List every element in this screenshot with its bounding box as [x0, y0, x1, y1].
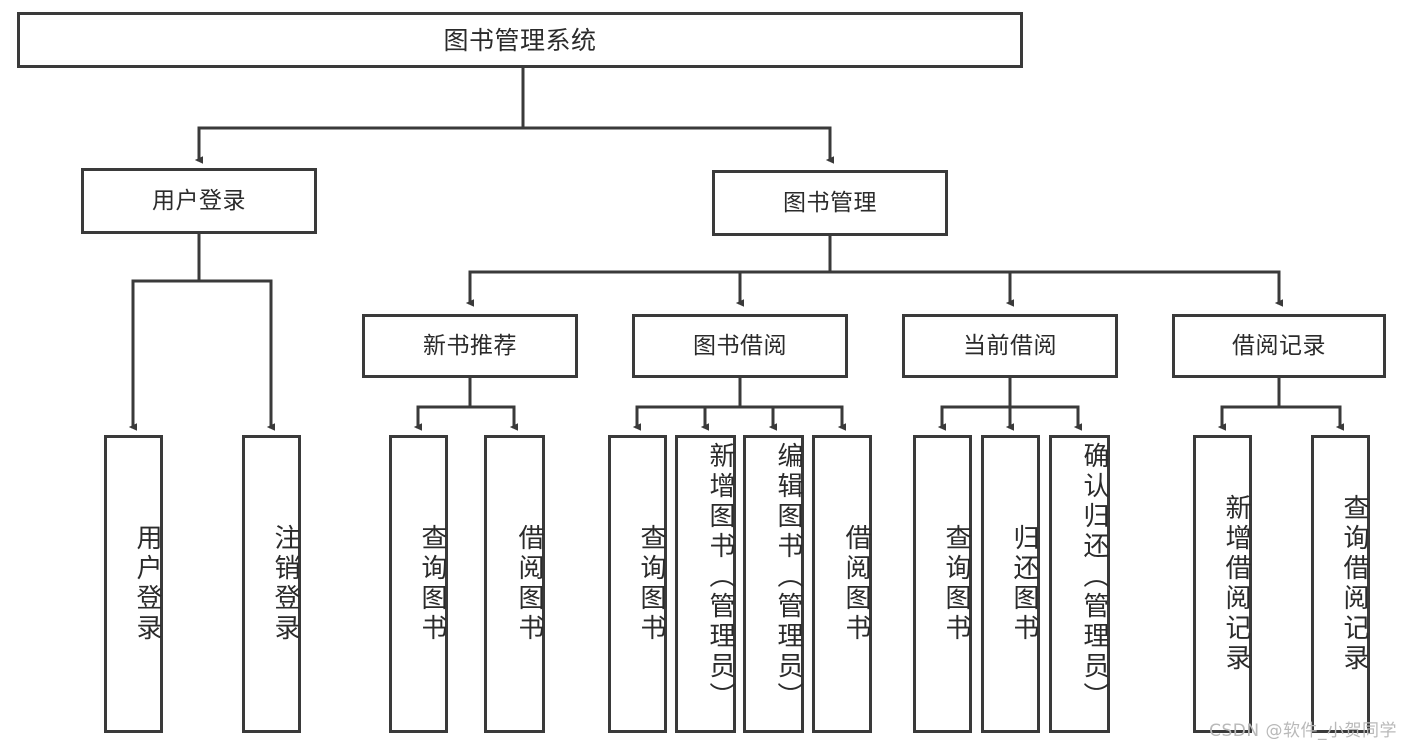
node-leaf-query-book-borrow[interactable]: 查询图书	[608, 435, 667, 733]
node-leaf-return-book-label: 归还图书	[1009, 524, 1039, 644]
node-book-borrow-label: 图书借阅	[693, 332, 787, 359]
csdn-watermark: CSDN @软件_小贺同学	[1209, 721, 1397, 741]
node-leaf-return-book[interactable]: 归还图书	[981, 435, 1040, 733]
node-leaf-borrow-book[interactable]: 借阅图书	[812, 435, 872, 733]
node-leaf-confirm-return[interactable]: 确认归还（管理员）	[1049, 435, 1110, 733]
node-leaf-query-record[interactable]: 查询借阅记录	[1311, 435, 1370, 733]
node-leaf-edit-book[interactable]: 编辑图书（管理员）	[743, 435, 804, 733]
node-leaf-query-book-recommend[interactable]: 查询图书	[389, 435, 448, 733]
node-leaf-confirm-return-label: 确认归还（管理员）	[1079, 442, 1109, 712]
node-user-login[interactable]: 用户登录	[81, 168, 317, 234]
node-leaf-query-record-label: 查询借阅记录	[1339, 494, 1369, 674]
node-borrow-record[interactable]: 借阅记录	[1172, 314, 1386, 378]
node-current-borrow[interactable]: 当前借阅	[902, 314, 1118, 378]
node-new-book-recommend[interactable]: 新书推荐	[362, 314, 578, 378]
node-book-management[interactable]: 图书管理	[712, 170, 948, 236]
node-leaf-user-logout-label: 注销登录	[270, 524, 300, 644]
node-leaf-add-record[interactable]: 新增借阅记录	[1193, 435, 1252, 733]
node-leaf-query-book-current[interactable]: 查询图书	[913, 435, 972, 733]
node-root-label: 图书管理系统	[443, 25, 597, 55]
node-leaf-query-book-recommend-label: 查询图书	[417, 524, 447, 644]
node-root[interactable]: 图书管理系统	[17, 12, 1023, 68]
node-leaf-borrow-book-recommend[interactable]: 借阅图书	[484, 435, 545, 733]
node-leaf-user-login-label: 用户登录	[132, 524, 162, 644]
node-leaf-add-book[interactable]: 新增图书（管理员）	[675, 435, 736, 733]
node-leaf-borrow-book-recommend-label: 借阅图书	[514, 524, 544, 644]
node-leaf-user-login[interactable]: 用户登录	[104, 435, 163, 733]
node-book-borrow[interactable]: 图书借阅	[632, 314, 848, 378]
node-leaf-add-book-label: 新增图书（管理员）	[705, 442, 735, 712]
node-leaf-add-record-label: 新增借阅记录	[1221, 494, 1251, 674]
node-leaf-user-logout[interactable]: 注销登录	[242, 435, 301, 733]
node-leaf-query-book-borrow-label: 查询图书	[636, 524, 666, 644]
node-current-borrow-label: 当前借阅	[963, 332, 1057, 359]
node-leaf-borrow-book-label: 借阅图书	[841, 524, 871, 644]
node-new-book-recommend-label: 新书推荐	[423, 332, 517, 359]
node-borrow-record-label: 借阅记录	[1232, 332, 1326, 359]
node-book-management-label: 图书管理	[783, 189, 877, 216]
node-leaf-edit-book-label: 编辑图书（管理员）	[773, 442, 803, 712]
node-user-login-label: 用户登录	[152, 187, 246, 214]
node-leaf-query-book-current-label: 查询图书	[941, 524, 971, 644]
